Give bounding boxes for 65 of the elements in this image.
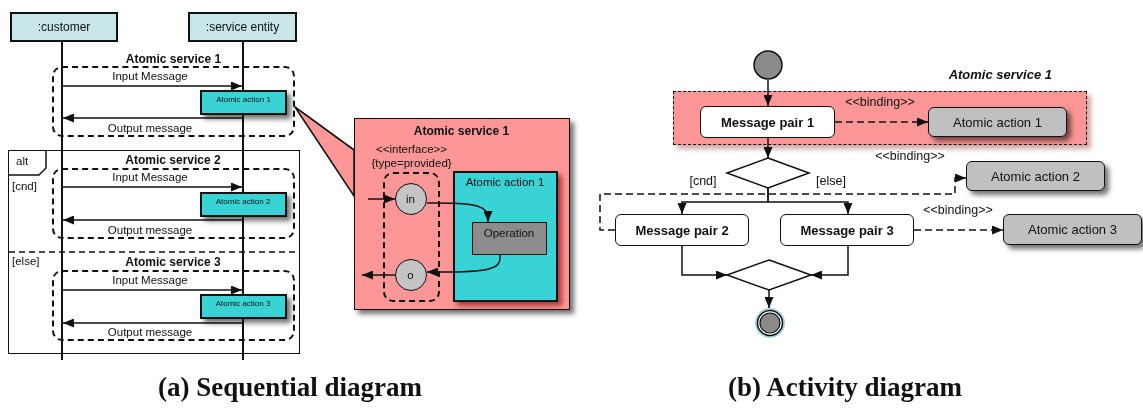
arrow	[767, 187, 853, 215]
callout-heading: Atomic service 1	[412, 124, 511, 138]
arrow	[361, 270, 396, 280]
lifeline	[61, 42, 63, 360]
lifeline	[242, 42, 244, 90]
arrow	[834, 117, 929, 127]
arrow	[367, 194, 396, 204]
stereotype-label: <<interface>>	[375, 141, 448, 156]
action-box: Atomic action 1	[200, 90, 287, 115]
message-arrow	[62, 81, 243, 91]
arrow	[913, 225, 1004, 235]
arrow	[426, 202, 493, 223]
edge-label: Output message	[106, 121, 194, 135]
lifeline	[242, 319, 244, 360]
box-heading: Atomic action 1	[464, 175, 546, 188]
stereotype-label: {type=provided}	[370, 155, 453, 170]
lifeline-header: :service entity	[188, 12, 297, 42]
edge-label: <<binding>>	[874, 150, 946, 164]
edge-label: <<binding>>	[922, 204, 994, 218]
guard-label: [else]	[12, 255, 40, 267]
group-heading: Atomic service 2	[124, 152, 222, 167]
edge-label: [else]	[815, 175, 847, 189]
arrow	[764, 289, 774, 309]
edge-label: Input Message	[111, 69, 189, 83]
lifeline	[242, 115, 244, 192]
callout-box	[354, 118, 570, 310]
action-box	[452, 170, 558, 302]
edge-label: [cnd]	[688, 175, 718, 189]
group-heading: Atomic service 1	[124, 52, 223, 66]
arrow	[810, 245, 849, 280]
edge-label: Output message	[106, 223, 194, 237]
message-arrow	[62, 318, 243, 328]
action-box: Atomic action 2	[199, 191, 287, 217]
guard-label: [cnd]	[12, 180, 37, 192]
message-arrow	[62, 285, 243, 295]
action-box: Atomic action 3	[1003, 214, 1142, 245]
lifeline	[241, 216, 244, 294]
edge-label: Output message	[106, 325, 194, 339]
edge-label: Input Message	[111, 273, 189, 287]
interface-port: in	[394, 182, 427, 215]
figure-caption: (b) Activity diagram	[728, 372, 962, 403]
interface-port: o	[394, 258, 427, 291]
figure-caption: (a) Sequential diagram	[158, 372, 422, 403]
fragment-label: alt	[16, 155, 29, 167]
message-arrow	[62, 215, 243, 225]
edge-label: <<binding>>	[844, 96, 916, 110]
action-node: Message pair 3	[780, 214, 914, 246]
group-heading: Atomic service 3	[124, 254, 222, 269]
lifeline-header: :customer	[10, 12, 118, 42]
arrow	[426, 254, 501, 277]
action-box: Atomic action 3	[199, 293, 287, 319]
action-node: Message pair 2	[615, 214, 749, 246]
message-arrow	[62, 182, 243, 192]
arrow	[763, 79, 773, 107]
arrow	[763, 137, 773, 159]
message-arrow	[62, 113, 243, 123]
action-box: Atomic action 1	[928, 107, 1067, 137]
leader-line	[294, 106, 355, 151]
region-heading: Atomic service 1	[948, 68, 1052, 82]
edge-label: Input Message	[111, 170, 189, 184]
action-node: Message pair 1	[700, 106, 835, 138]
arrow	[681, 245, 728, 280]
operation-box: Operation	[471, 221, 547, 255]
action-box: Atomic action 2	[966, 161, 1105, 191]
arrow	[599, 173, 967, 231]
